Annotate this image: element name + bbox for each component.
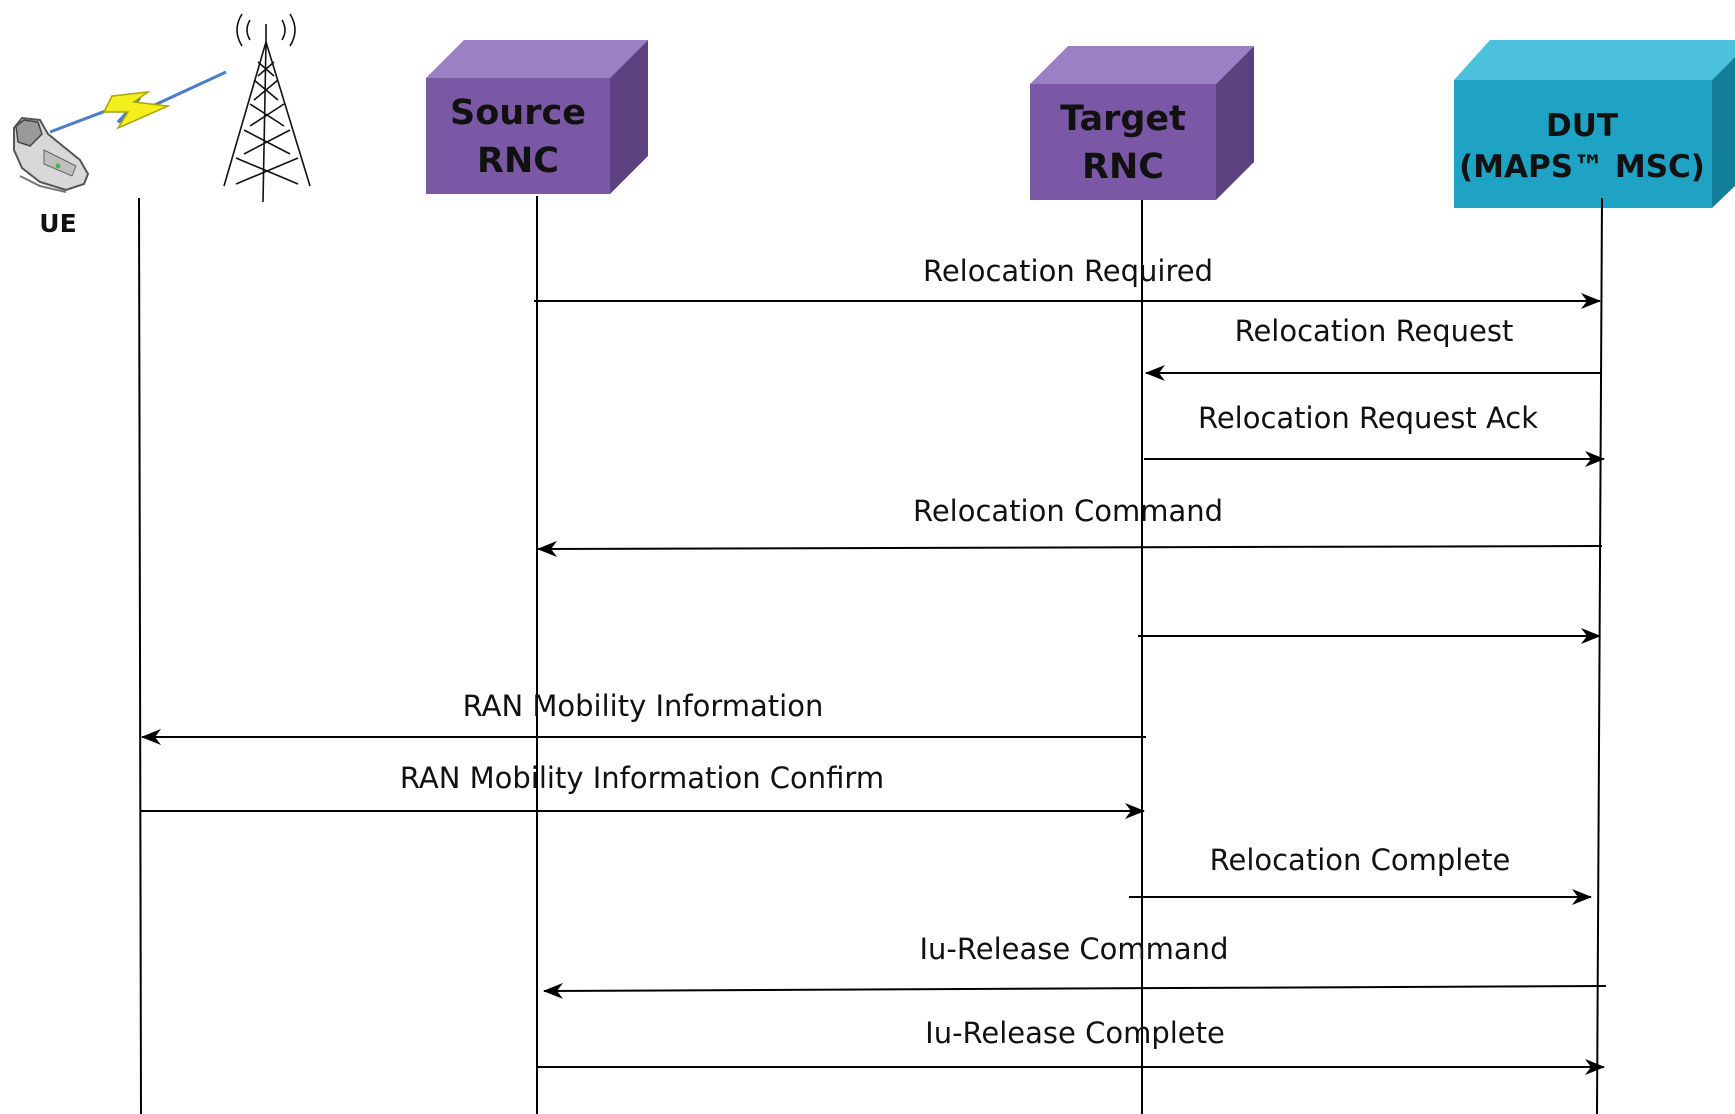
target-rnc-label-line2: RNC: [1082, 147, 1164, 187]
message-arrow: [537, 540, 1603, 557]
message-label: RAN Mobility Information: [463, 689, 824, 723]
source-rnc-label-line2: RNC: [477, 141, 559, 181]
message-iu-release-command: Iu-Release Command: [543, 932, 1607, 999]
message-relocation-request: Relocation Request: [1145, 314, 1602, 381]
source-rnc-box: Source RNC: [426, 40, 648, 194]
message-label: Relocation Request Ack: [1198, 401, 1538, 435]
message-label: Relocation Command: [913, 494, 1223, 528]
wireless-link-icon: [49, 70, 227, 134]
message-arrow: [543, 982, 1607, 999]
message-ran-mobility-information: RAN Mobility Information: [141, 689, 1146, 745]
dut-label-line2: (MAPS™ MSC): [1459, 149, 1705, 185]
message-relocation-command: Relocation Command: [537, 494, 1603, 557]
cell-tower-icon: [223, 13, 311, 203]
ue-label: UE: [39, 209, 76, 238]
dut-lifeline: [1596, 197, 1603, 1114]
message-ran-mobility-information-confirm: RAN Mobility Information Confirm: [140, 761, 1145, 819]
dut-label-line1: DUT: [1546, 108, 1618, 144]
message-label: Iu-Release Command: [920, 932, 1229, 966]
message-label: Iu-Release Complete: [925, 1016, 1225, 1050]
message-label: RAN Mobility Information Confirm: [400, 761, 884, 795]
message-label: Relocation Request: [1235, 314, 1514, 348]
source-rnc-label-line1: Source: [450, 93, 586, 133]
message-relocation-complete: Relocation Complete: [1129, 843, 1592, 905]
message-relocation-request-ack: Relocation Request Ack: [1144, 401, 1605, 467]
message-relocation-required: Relocation Required: [534, 254, 1601, 309]
message-label: Relocation Complete: [1210, 843, 1511, 877]
phone-icon: [13, 116, 90, 193]
dut-box: DUT (MAPS™ MSC): [1454, 40, 1735, 208]
target-rnc-box: Target RNC: [1030, 46, 1254, 200]
ue-lifeline: [138, 197, 142, 1114]
message-label: Relocation Required: [923, 254, 1213, 288]
target-rnc-label-line1: Target: [1060, 99, 1186, 139]
message-iu-release-complete: Iu-Release Complete: [537, 1016, 1605, 1075]
